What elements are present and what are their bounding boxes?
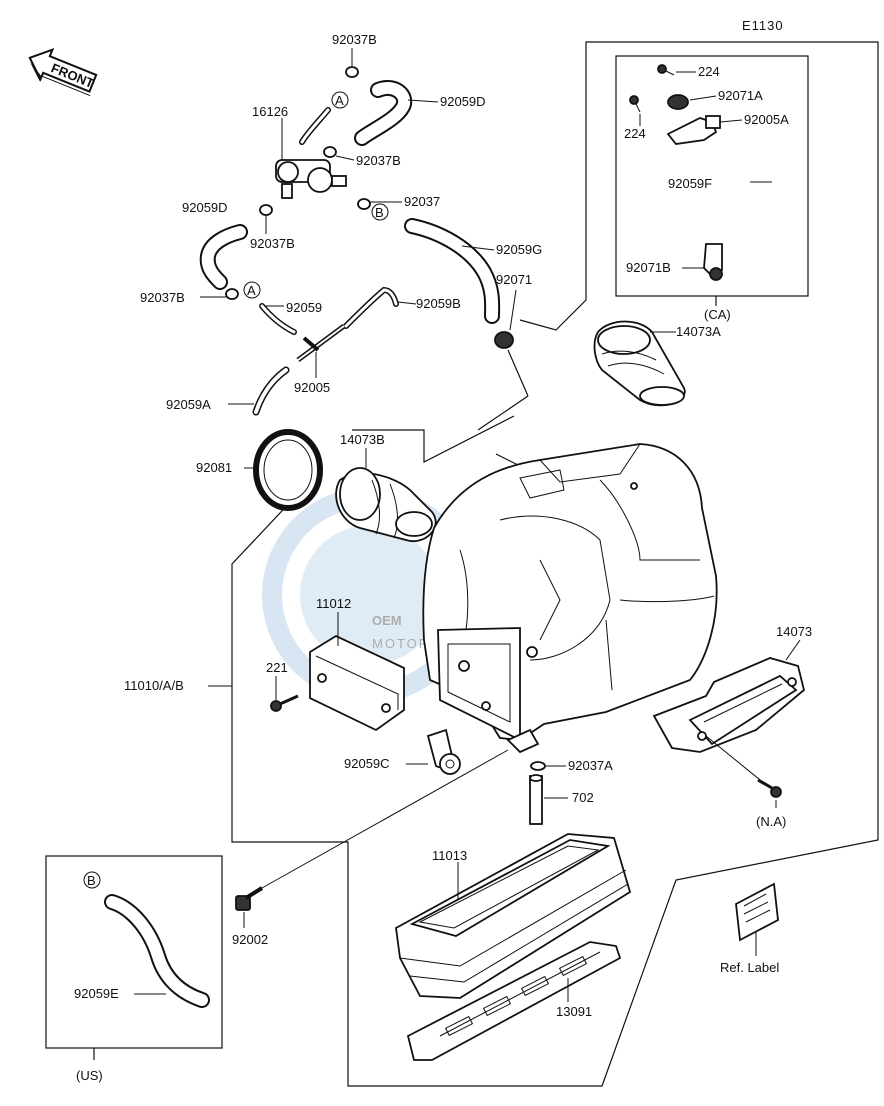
label-14073: 14073 [776, 624, 812, 639]
label-11013: 11013 [432, 848, 467, 863]
label-92059A: 92059A [166, 397, 211, 412]
label-ref-label: Ref. Label [720, 960, 779, 975]
label-92037B-low: 92037B [140, 290, 185, 305]
svg-text:A: A [247, 283, 256, 298]
label-224-lower: 224 [624, 126, 646, 141]
label-92037B-top: 92037B [332, 32, 377, 47]
label-92037A: 92037A [568, 758, 613, 773]
label-92059: 92059 [286, 300, 322, 315]
grommet-92071 [494, 331, 514, 349]
duct-14073B [335, 467, 437, 543]
label-92037B-mid: 92037B [356, 153, 401, 168]
duct-14073A [593, 320, 686, 407]
screw-na [757, 778, 782, 798]
drain-tube-702 [529, 774, 543, 825]
ca-variant-label: (CA) [704, 307, 731, 322]
clamp-92037B-mid [323, 146, 337, 158]
marker-a-2 [243, 281, 261, 299]
label-13091: 13091 [556, 1004, 592, 1019]
label-92059D-top: 92059D [440, 94, 486, 109]
ref-label-icon [735, 882, 779, 942]
us-variant-label: (US) [76, 1068, 103, 1083]
fitting-92071B [703, 243, 723, 281]
clamp-92037B-low [225, 288, 239, 300]
svg-text:A: A [335, 93, 344, 108]
elbow-92059C [426, 728, 461, 775]
grommet-92071A [667, 94, 689, 110]
label-92071A: 92071A [718, 88, 763, 103]
label-92071B: 92071B [626, 260, 671, 275]
clamp-92037B-left [259, 204, 273, 216]
marker-b-1 [371, 203, 389, 221]
clamp-92037 [357, 198, 371, 210]
label-92059E: 92059E [74, 986, 119, 1001]
ring-92081 [253, 429, 323, 511]
label-92059G: 92059G [496, 242, 542, 257]
ca-inset-box: (CA) 224 224 92071A 92005A 92059F [615, 55, 809, 322]
label-92037: 92037 [404, 194, 440, 209]
label-11010: 11010/A/B [124, 678, 184, 693]
clip-92037A [530, 761, 546, 771]
air-box-housing [422, 443, 718, 754]
hose-92059A [252, 366, 290, 416]
filter-element-11013 [395, 833, 632, 999]
label-92059D-left: 92059D [182, 200, 228, 215]
label-16126: 16126 [252, 104, 288, 119]
bolt-92002 [235, 886, 264, 911]
marker-b-2 [83, 871, 101, 889]
diagram-code: E1130 [742, 18, 784, 33]
upper-hose-group: 92037B 92059D A 16126 92037B 92037 B [140, 32, 542, 416]
label-92081: 92081 [196, 460, 232, 475]
screw-221 [270, 694, 299, 712]
label-11012: 11012 [316, 596, 351, 611]
na-variant-label: (N.A) [756, 814, 786, 829]
clamp-92037B-top [345, 66, 359, 78]
label-92037B-left: 92037B [250, 236, 295, 251]
assembly-frame [231, 41, 879, 1087]
valve-16126 [275, 159, 347, 199]
svg-text:B: B [87, 873, 96, 888]
fitting-92005 [296, 323, 346, 363]
label-92059B: 92059B [416, 296, 461, 311]
svg-text:B: B [375, 205, 384, 220]
label-92005A: 92005A [744, 112, 789, 127]
cover-plate-11012 [309, 634, 405, 732]
label-92005: 92005 [294, 380, 330, 395]
screw-224-lower [629, 95, 641, 113]
label-14073A: 14073A [676, 324, 721, 339]
label-92059F: 92059F [668, 176, 712, 191]
front-arrow-icon: FRONT [28, 47, 98, 97]
label-224-upper: 224 [698, 64, 720, 79]
fitting-92005A [666, 115, 721, 145]
screw-224-upper [657, 64, 675, 76]
label-92002: 92002 [232, 932, 268, 947]
label-702: 702 [572, 790, 594, 805]
duct-14073 [652, 657, 806, 753]
label-92071: 92071 [496, 272, 532, 287]
label-92059C: 92059C [344, 756, 390, 771]
marker-a-1 [331, 91, 349, 109]
watermark-brand: OEM [372, 613, 402, 628]
us-inset-box: (US) B 92059E [45, 855, 223, 1083]
label-221: 221 [266, 660, 288, 675]
grill-13091 [406, 941, 622, 1061]
label-14073B: 14073B [340, 432, 385, 447]
